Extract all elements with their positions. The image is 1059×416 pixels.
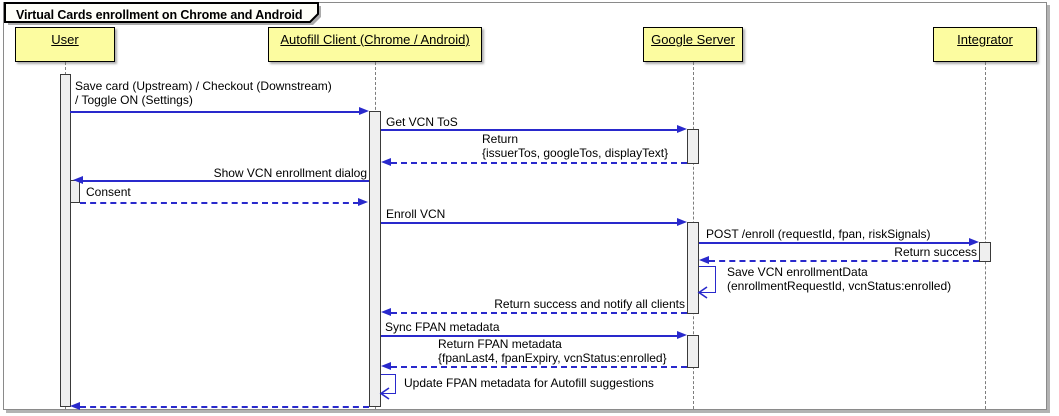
arrowhead-left-icon: [381, 308, 391, 316]
message-line-enroll-vcn: [381, 222, 678, 224]
participant-google-server-label: Google Server: [651, 32, 735, 47]
participant-autofill-client: Autofill Client (Chrome / Android): [268, 27, 482, 62]
activation-user: [60, 74, 71, 407]
message-label-return-fpan: Return FPAN metadata {fpanLast4, fpanExp…: [438, 337, 667, 365]
participant-google-server: Google Server: [643, 27, 743, 62]
arrowhead-right-icon: [677, 125, 687, 133]
message-line-sync-fpan: [381, 335, 678, 337]
message-label-enroll-vcn: Enroll VCN: [386, 207, 446, 221]
message-label-update-fpan: Update FPAN metadata for Autofill sugges…: [404, 376, 654, 390]
participant-user: User: [15, 27, 115, 62]
message-line-return-fpan: [391, 366, 687, 368]
arrowhead-right-icon: [677, 331, 687, 339]
message-label-return-success: Return success: [894, 245, 977, 259]
message-label-post-enroll: POST /enroll (requestId, fpan, riskSigna…: [706, 227, 931, 241]
arrowhead-right-icon: [677, 218, 687, 226]
diagram-title-tab: Virtual Cards enrollment on Chrome and A…: [4, 2, 330, 30]
diagram-title: Virtual Cards enrollment on Chrome and A…: [16, 8, 303, 22]
activation-google-enroll: [687, 222, 699, 314]
message-line-get-vcn-tos: [381, 129, 678, 131]
arrowhead-right-icon: [969, 238, 979, 246]
message-line-return-success: [709, 260, 979, 262]
arrowhead-left-icon: [699, 256, 709, 264]
message-label-return-notify: Return success and notify all clients: [494, 297, 685, 311]
message-line-return-tos: [391, 162, 687, 164]
participant-autofill-client-label: Autofill Client (Chrome / Android): [280, 32, 470, 47]
arrowhead-left-icon: [70, 402, 80, 410]
message-line-consent: [80, 202, 359, 204]
selfloop-arrowhead-icon: [379, 387, 390, 400]
message-line-return-notify: [391, 312, 687, 314]
participant-user-label: User: [51, 32, 79, 47]
participant-integrator-label: Integrator: [957, 32, 1013, 47]
message-line-save-card: [70, 111, 360, 113]
activation-google-tos: [687, 129, 699, 164]
selfloop-arrowhead-icon: [697, 286, 708, 299]
diagram-frame: [3, 2, 1047, 410]
arrowhead-right-icon: [359, 107, 369, 115]
message-label-get-vcn-tos: Get VCN ToS: [386, 115, 458, 129]
activation-google-sync: [687, 335, 699, 368]
message-label-consent: Consent: [86, 185, 131, 199]
selfloop-save-enrollment: [699, 266, 716, 293]
arrowhead-right-icon: [358, 198, 368, 206]
lifeline-integrator: [985, 62, 986, 409]
arrowhead-left-icon: [381, 362, 391, 370]
message-line-show-dialog: [83, 180, 369, 182]
arrowhead-left-icon: [381, 158, 391, 166]
activation-autofill-client: [369, 111, 381, 407]
message-label-save-enrollment: Save VCN enrollmentData (enrollmentReque…: [727, 265, 952, 293]
selfloop-update-fpan: [381, 374, 396, 394]
message-label-show-dialog: Show VCN enrollment dialog: [213, 166, 367, 180]
participant-integrator: Integrator: [933, 27, 1037, 62]
message-label-sync-fpan: Sync FPAN metadata: [385, 320, 500, 334]
activation-integrator: [979, 242, 991, 262]
message-label-return-tos: Return {issuerTos, googleTos, displayTex…: [482, 132, 669, 160]
arrowhead-left-icon: [73, 176, 83, 184]
title-tab-shape: [4, 2, 321, 25]
message-label-save-card: Save card (Upstream) / Checkout (Downstr…: [75, 79, 332, 107]
message-line-final-return: [80, 406, 369, 408]
message-line-post-enroll: [699, 242, 970, 244]
